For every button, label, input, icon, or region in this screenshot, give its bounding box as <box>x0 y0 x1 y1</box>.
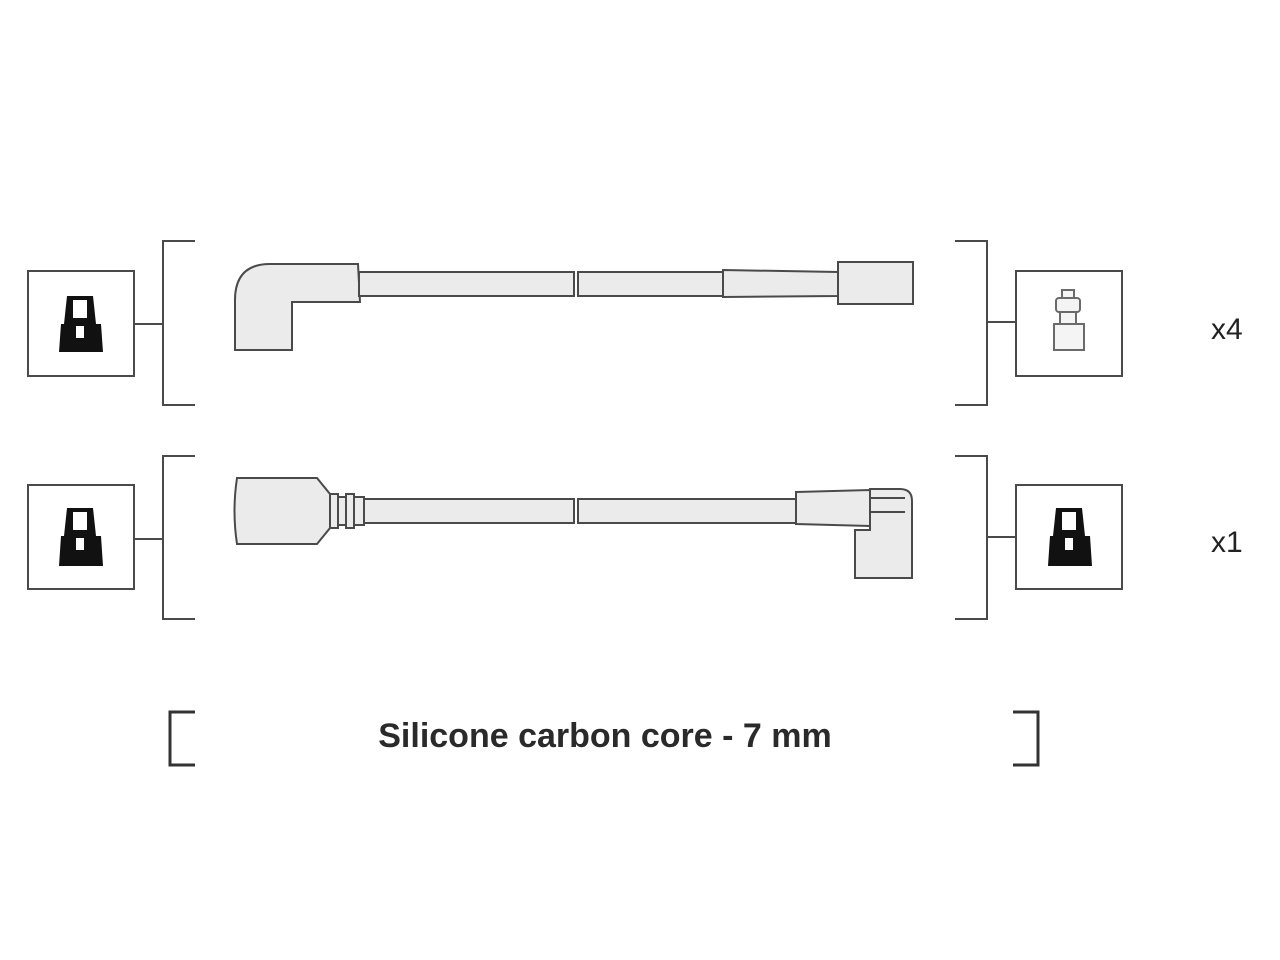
spec-left-bracket <box>168 710 195 767</box>
straight-boot <box>837 261 914 305</box>
boot-rib <box>329 493 339 529</box>
spec-right-bracket <box>1013 710 1040 767</box>
right-bracket <box>955 240 988 406</box>
right-connector-box-1 <box>1015 270 1123 377</box>
cable-segment <box>358 271 575 297</box>
specification-text: Silicone carbon core - 7 mm <box>378 717 831 755</box>
right-bracket <box>955 455 988 620</box>
angled-boot <box>234 263 362 351</box>
coil-connector-icon <box>59 508 103 566</box>
specification-bracket: Silicone carbon core - 7 mm <box>168 710 1040 767</box>
left-bracket <box>162 455 195 620</box>
quantity-label: x1 <box>1211 526 1243 559</box>
coil-connector-icon <box>59 296 103 352</box>
boot-rib <box>337 496 347 526</box>
left-bracket <box>162 240 195 406</box>
ignition-cable-2 <box>233 477 913 579</box>
quantity-label: x4 <box>1211 313 1243 346</box>
straight-boot <box>233 477 331 545</box>
cable-sleeve <box>722 268 839 299</box>
left-connector-box-2 <box>27 484 135 590</box>
cable-segment <box>577 498 797 524</box>
cable-row-1: x4 <box>27 240 1243 406</box>
right-connector-box-2 <box>1015 484 1123 590</box>
coil-connector-icon <box>1048 508 1092 566</box>
cable-segment <box>363 498 575 524</box>
left-connector-box-1 <box>27 270 135 377</box>
boot-rib <box>353 496 365 526</box>
ignition-cable-1 <box>234 261 914 351</box>
cable-sleeve <box>795 488 871 528</box>
cable-segment <box>577 271 724 297</box>
cable-row-2: x1 <box>27 455 1243 620</box>
boot-rib <box>345 493 355 529</box>
spark-plug-connector-icon <box>1053 289 1085 351</box>
